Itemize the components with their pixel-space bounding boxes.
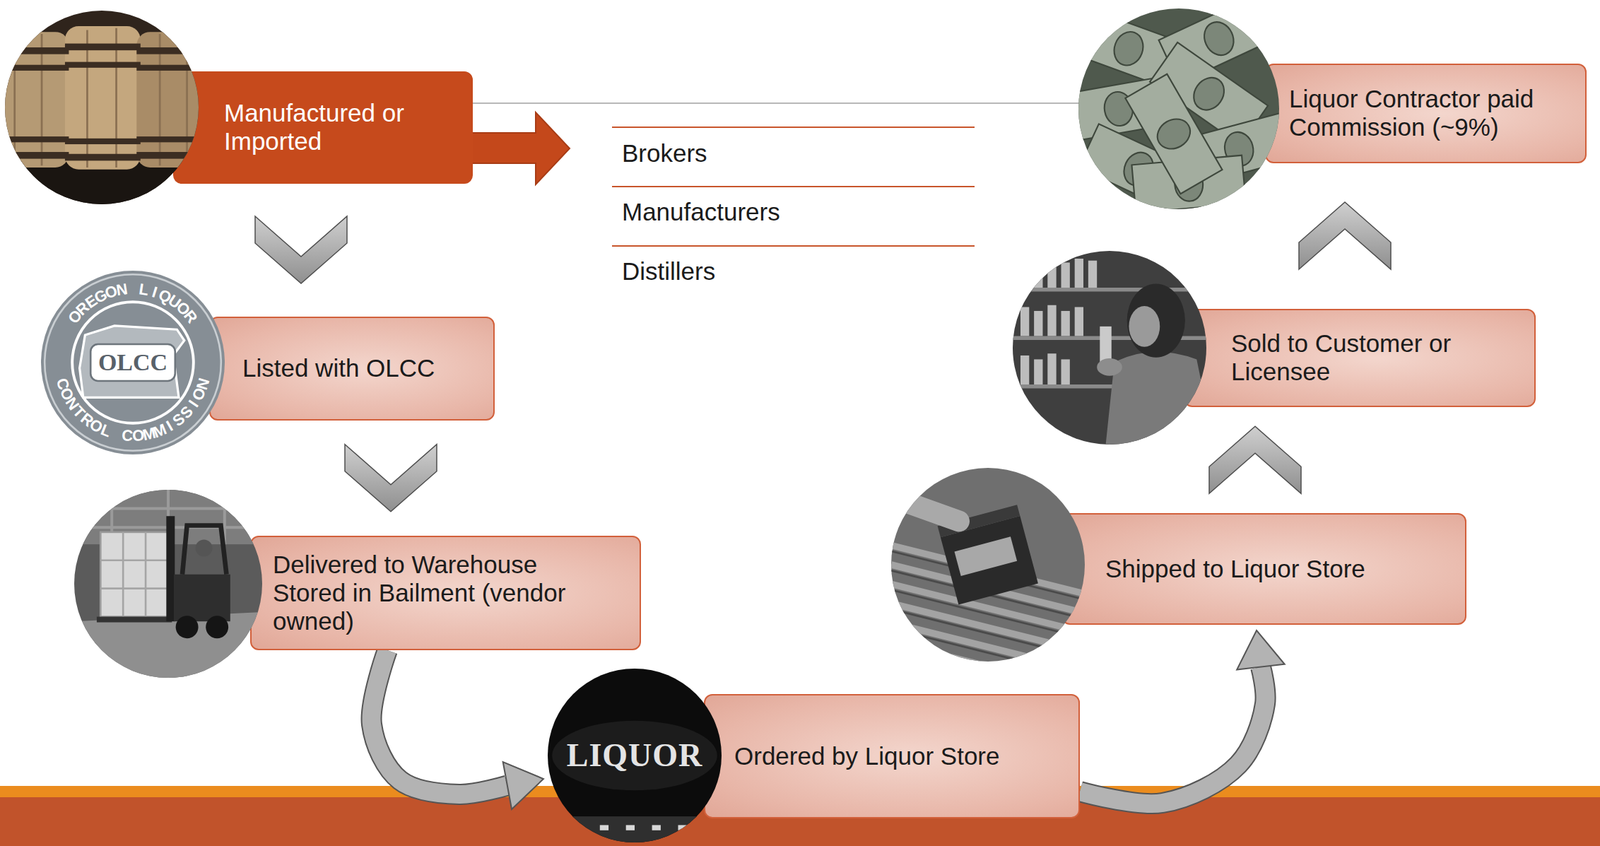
chev-connector bbox=[344, 444, 437, 512]
source-item: Brokers bbox=[621, 139, 708, 168]
process-step: Ordered by Liquor Store bbox=[703, 693, 1080, 819]
process-step: Manufactured or Imported bbox=[173, 71, 473, 184]
chev-connector bbox=[1298, 202, 1391, 270]
process-step: Liquor Contractor paid Commission (~9%) bbox=[1265, 63, 1587, 164]
step-text: Shipped to Liquor Store bbox=[1105, 554, 1451, 584]
barrels-photo bbox=[4, 10, 199, 205]
process-step: Delivered to Warehouse Stored in Bailmen… bbox=[250, 535, 641, 651]
step-text: Listed with OLCC bbox=[242, 354, 480, 383]
step-text: Liquor Contractor paid Commission (~9%) bbox=[1289, 84, 1575, 143]
list-rules bbox=[612, 127, 975, 246]
money-photo bbox=[1078, 8, 1280, 210]
step-text: Sold to Customer or Licensee bbox=[1231, 329, 1521, 387]
source-item: Manufacturers bbox=[621, 197, 781, 227]
shopper-photo bbox=[1012, 250, 1207, 445]
step-text: Manufactured or Imported bbox=[224, 98, 458, 157]
chev-connector bbox=[255, 216, 347, 284]
conveyor-photo bbox=[891, 467, 1085, 662]
olcc-logo bbox=[40, 270, 225, 455]
curve-connector bbox=[371, 650, 544, 810]
step-text: Ordered by Liquor Store bbox=[734, 742, 1065, 771]
process-step: Sold to Customer or Licensee bbox=[1183, 308, 1536, 408]
process-step: Listed with OLCC bbox=[209, 316, 495, 421]
liquor-sign-photo bbox=[547, 668, 722, 843]
source-item: Distillers bbox=[621, 257, 716, 286]
process-step: Shipped to Liquor Store bbox=[1061, 513, 1467, 625]
chev-connector bbox=[1209, 426, 1302, 494]
warehouse-photo bbox=[74, 489, 263, 678]
step-text: Delivered to Warehouse Stored in Bailmen… bbox=[272, 550, 591, 637]
curve-connector bbox=[1079, 630, 1285, 804]
